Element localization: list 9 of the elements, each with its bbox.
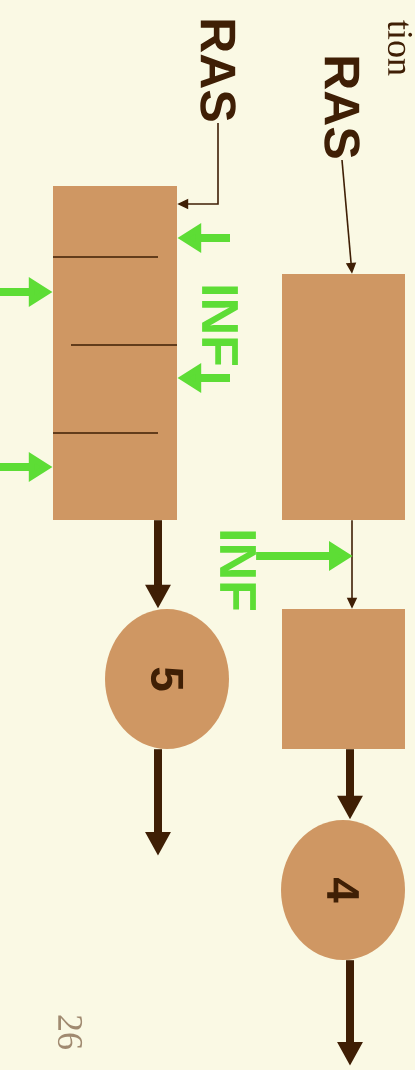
process-box [282, 274, 405, 520]
rotated-text: 26 [57, 1015, 83, 1049]
process-box [53, 186, 177, 520]
rotated-text: tion [387, 20, 413, 76]
rotated-label: RAS [200, 20, 236, 121]
rotated-label: INF [202, 286, 238, 365]
process-box [282, 609, 405, 749]
rotated-label: RAS [324, 57, 360, 158]
rotated-label: INF [220, 531, 256, 610]
